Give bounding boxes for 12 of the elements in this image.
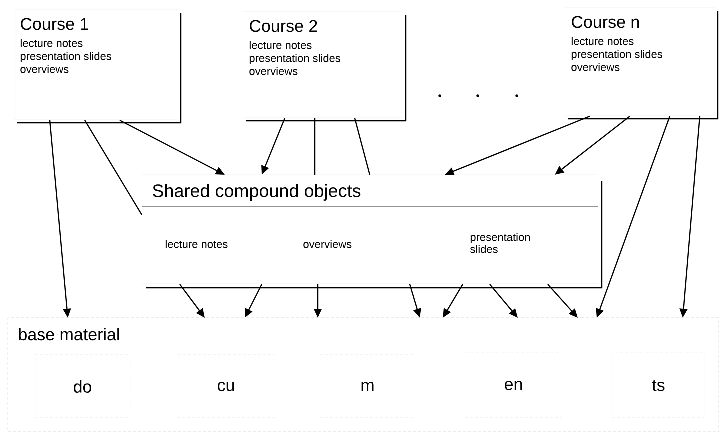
- course-box: Course 1 lecture notes presentation slides overviews: [14, 10, 182, 124]
- connector-line: [314, 118, 316, 175]
- material-box: en: [465, 352, 562, 418]
- connector-line: [84, 120, 143, 216]
- material-box: cu: [177, 354, 276, 418]
- course-box: Course 2 lecture notes presentation slides overviews: [243, 12, 407, 122]
- course-box: Course n lecture notes presentation slides overviews: [565, 8, 719, 120]
- connector-line: [354, 118, 371, 176]
- shared-objects-box: Shared compound objects lecture notes overviews presentation slides: [142, 175, 603, 289]
- material-box: m: [320, 354, 416, 418]
- material-box: ts: [612, 352, 706, 418]
- material-box: do: [35, 354, 130, 418]
